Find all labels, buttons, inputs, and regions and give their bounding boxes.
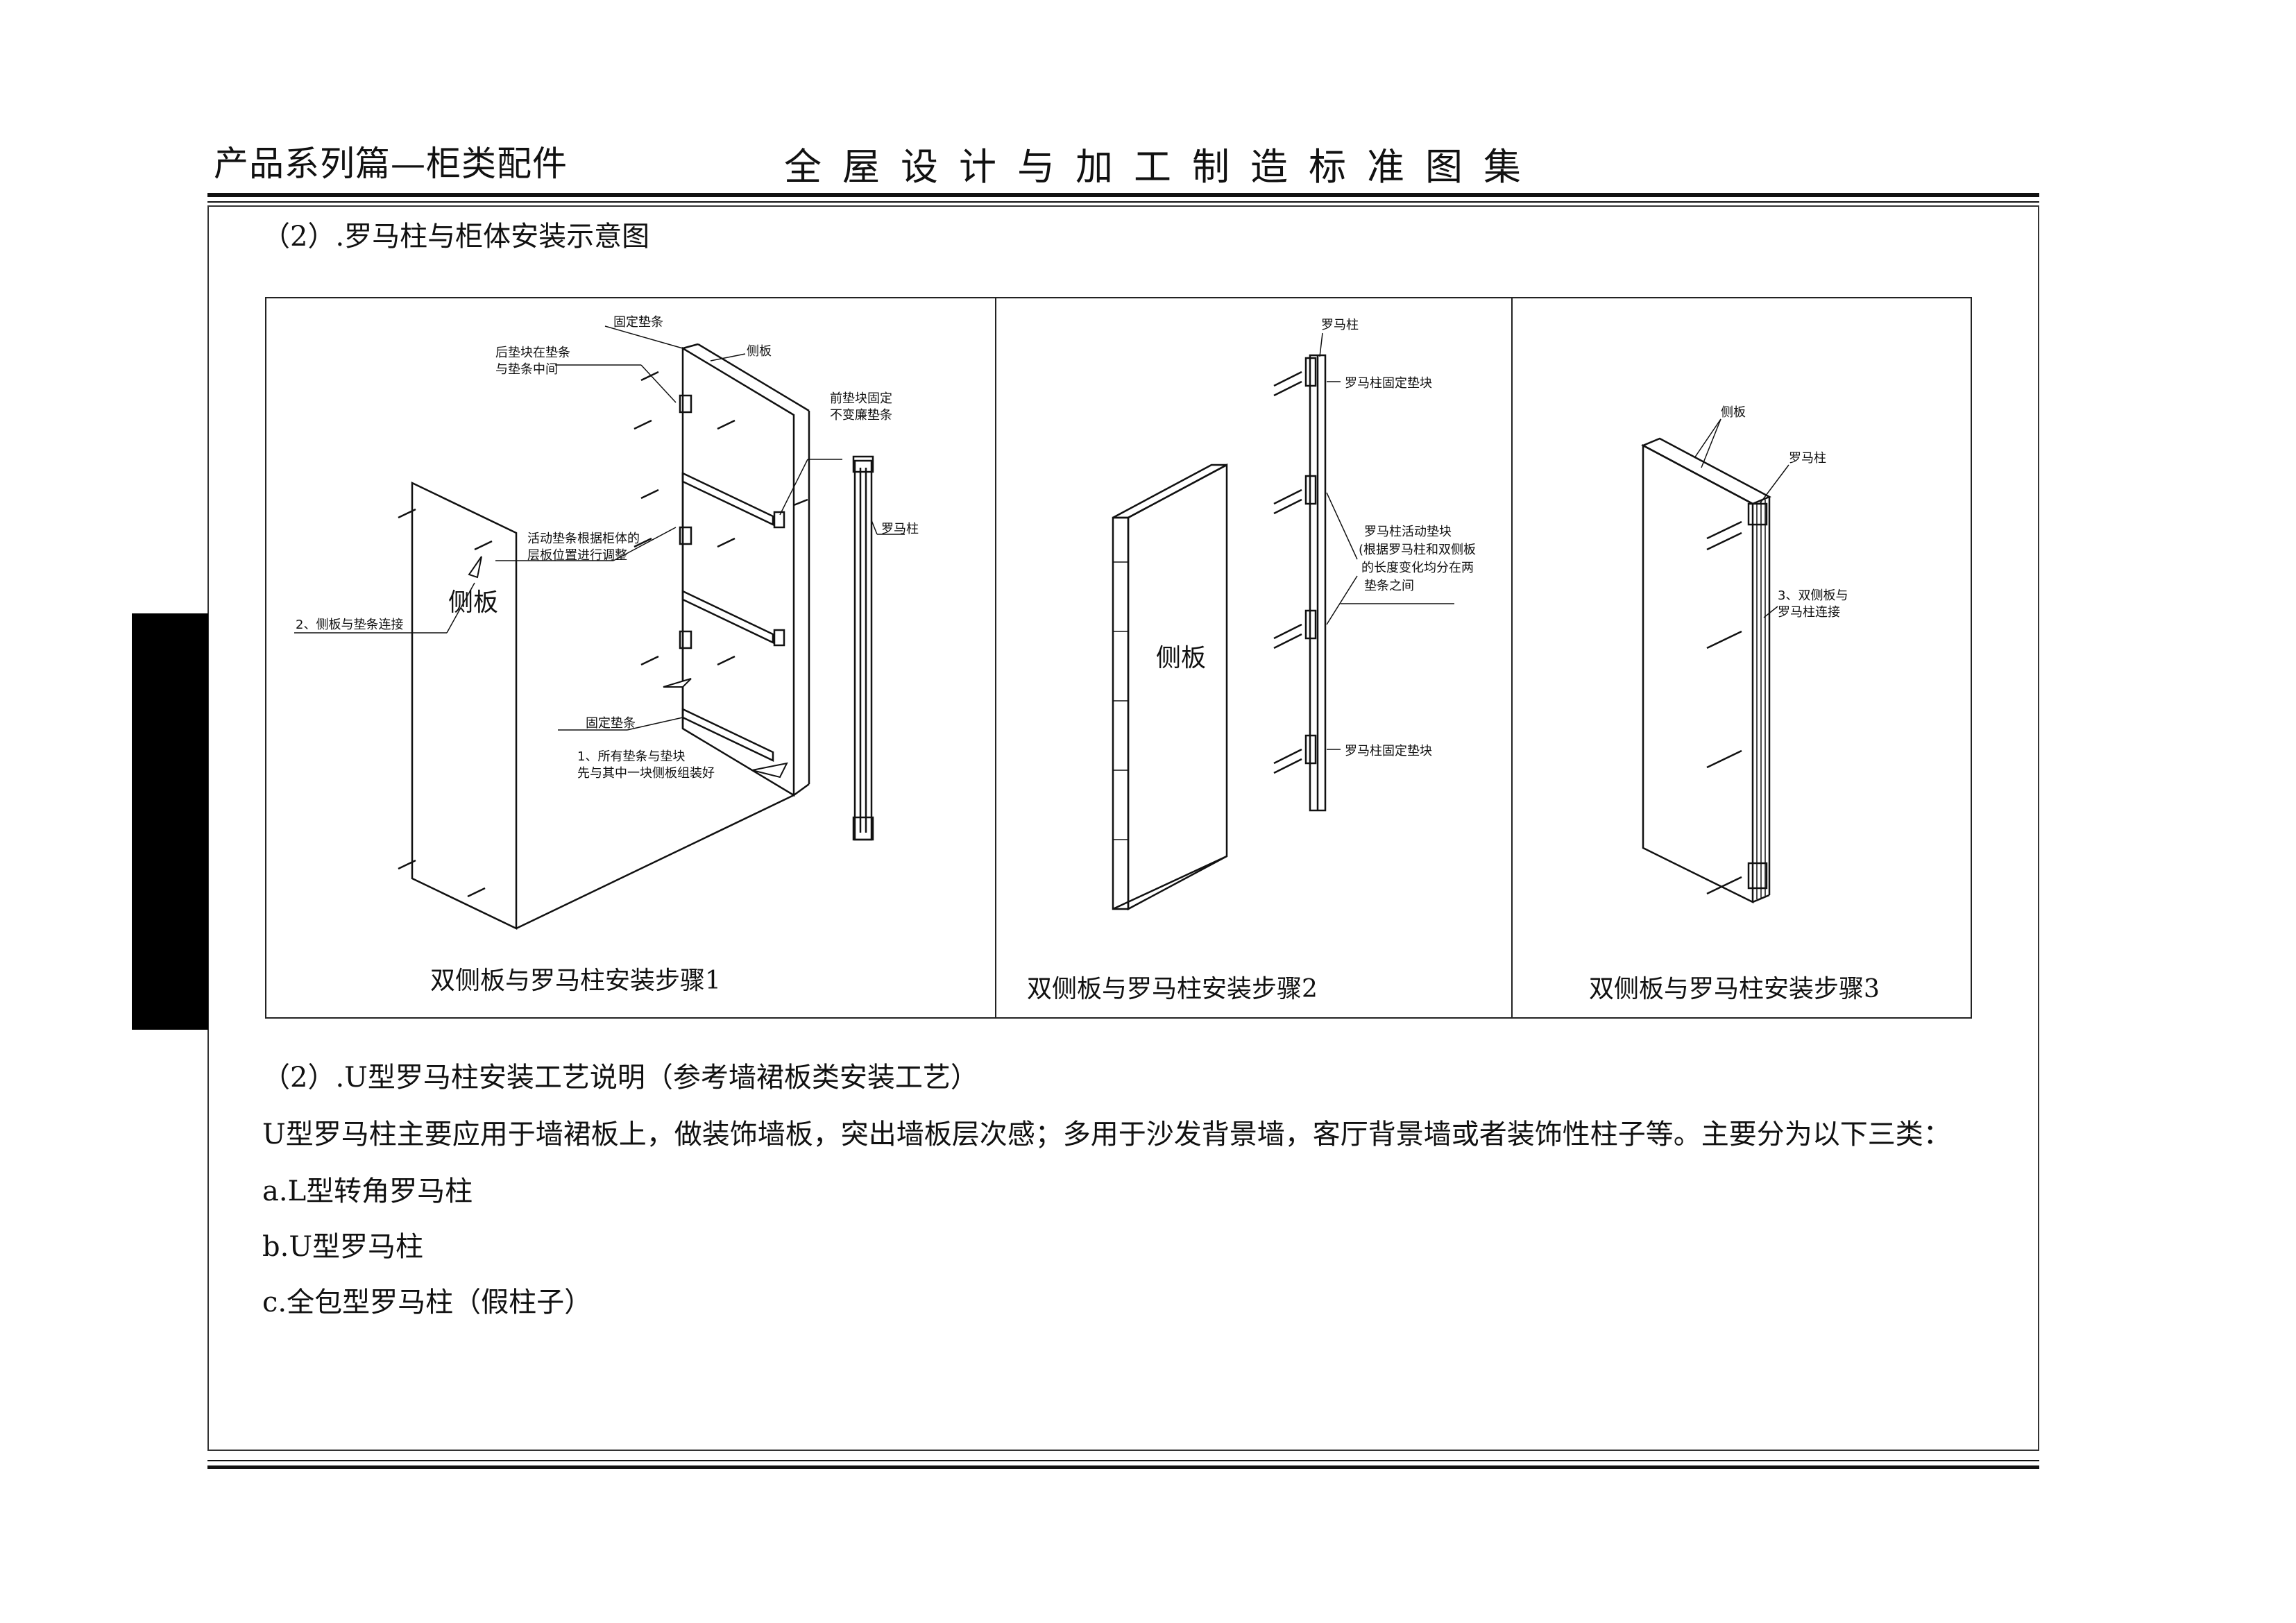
label-front-block-1: 前垫块固定 xyxy=(830,391,892,406)
label-rear-block-1: 后垫块在垫条 xyxy=(495,346,570,360)
list-item: a.L型转角罗马柱 xyxy=(262,1175,473,1207)
label-fixed-strip-top: 固定垫条 xyxy=(613,315,663,330)
step3-side-panel-front xyxy=(1642,443,1754,904)
step3-label-roman-column: 罗马柱 xyxy=(1789,451,1826,466)
step1-caption: 双侧板与罗马柱安装步骤1 xyxy=(430,967,721,995)
label-fixed-strip-bottom: 固定垫条 xyxy=(586,716,636,731)
side-tab xyxy=(132,613,208,1030)
roman-column xyxy=(853,459,873,841)
section2-title: （2）.U型罗马柱安装工艺说明（参考墙裙板类安装工艺） xyxy=(262,1062,978,1094)
section1-title: （2）.罗马柱与柜体安装示意图 xyxy=(262,221,650,253)
step2-caption: 双侧板与罗马柱安装步骤2 xyxy=(1027,975,1318,1003)
step3-caption: 双侧板与罗马柱安装步骤3 xyxy=(1589,975,1880,1003)
step3-drawing: 侧板 罗马柱 3、双侧板与 罗马柱连接 xyxy=(1641,405,1848,904)
header-rule-thin xyxy=(207,201,2039,203)
header-left-title: 产品系列篇—柜类配件 xyxy=(214,144,568,184)
section2-paragraph: U型罗马柱主要应用于墙裙板上，做装饰墙板，突出墙板层次感；多用于沙发背景墙，客厅… xyxy=(262,1119,1951,1150)
footer-rule-thin xyxy=(207,1460,2039,1461)
footer-rule-thick xyxy=(207,1465,2039,1469)
panel-step1: 固定垫条 侧板 后垫块在垫条 与垫条中间 前垫块固定 不变廉垫条 罗马柱 活动垫… xyxy=(265,297,996,1019)
step3-label-side-panel: 侧板 xyxy=(1721,405,1746,420)
list-item: b.U型罗马柱 xyxy=(262,1231,424,1263)
header-rule-thick xyxy=(207,193,2039,197)
list-item: c.全包型罗马柱（假柱子） xyxy=(262,1286,593,1318)
step2-label-roman-column: 罗马柱 xyxy=(1321,318,1359,332)
step3-label-step3-2: 罗马柱连接 xyxy=(1778,605,1840,620)
step3-label-step3-1: 3、双侧板与 xyxy=(1778,588,1848,603)
label-movable-1: 活动垫条根据柜体的 xyxy=(527,532,640,546)
label-step2-note: 2、侧板与垫条连接 xyxy=(296,618,403,632)
step2-label-movable-4: 垫条之间 xyxy=(1364,579,1414,593)
step2-label-movable-3: 的长度变化均分在两 xyxy=(1361,561,1474,575)
big-side-panel xyxy=(411,482,518,930)
panel-step3: 侧板 罗马柱 3、双侧板与 罗马柱连接 双侧板与罗马柱安装步骤3 xyxy=(1511,297,1972,1019)
step2-drawing: 罗马柱 罗马柱固定垫块 罗马柱活动垫块 (根据罗马柱和双侧板 的长度变化均分在两… xyxy=(1112,318,1476,911)
label-rear-block-2: 与垫条中间 xyxy=(495,362,558,377)
step2-side-panel xyxy=(1127,463,1228,911)
label-roman-column: 罗马柱 xyxy=(881,522,919,536)
label-front-block-2: 不变廉垫条 xyxy=(830,408,892,423)
step2-label-movable-1: 罗马柱活动垫块 xyxy=(1364,525,1452,539)
label-step1-note-2: 先与其中一块侧板组装好 xyxy=(577,766,715,781)
label-movable-2: 层板位置进行调整 xyxy=(527,548,627,563)
header-center-title: 全屋设计与加工制造标准图集 xyxy=(784,145,1542,189)
step2-label-movable-2: (根据罗马柱和双侧板 xyxy=(1359,543,1476,557)
step2-label-side-panel-big: 侧板 xyxy=(1156,644,1206,672)
step1-drawing: 固定垫条 侧板 后垫块在垫条 与垫条中间 前垫块固定 不变廉垫条 罗马柱 活动垫… xyxy=(294,315,919,930)
step2-label-fixed-block-bottom: 罗马柱固定垫块 xyxy=(1345,744,1432,758)
label-side-panel-big: 侧板 xyxy=(448,588,498,617)
label-side-panel-small: 侧板 xyxy=(747,344,772,359)
content-frame xyxy=(207,205,2039,1451)
label-step1-note-1: 1、所有垫条与垫块 xyxy=(577,749,685,764)
panel-step2: 罗马柱 罗马柱固定垫块 罗马柱活动垫块 (根据罗马柱和双侧板 的长度变化均分在两… xyxy=(995,297,1513,1019)
step2-label-fixed-block-top: 罗马柱固定垫块 xyxy=(1345,376,1432,391)
